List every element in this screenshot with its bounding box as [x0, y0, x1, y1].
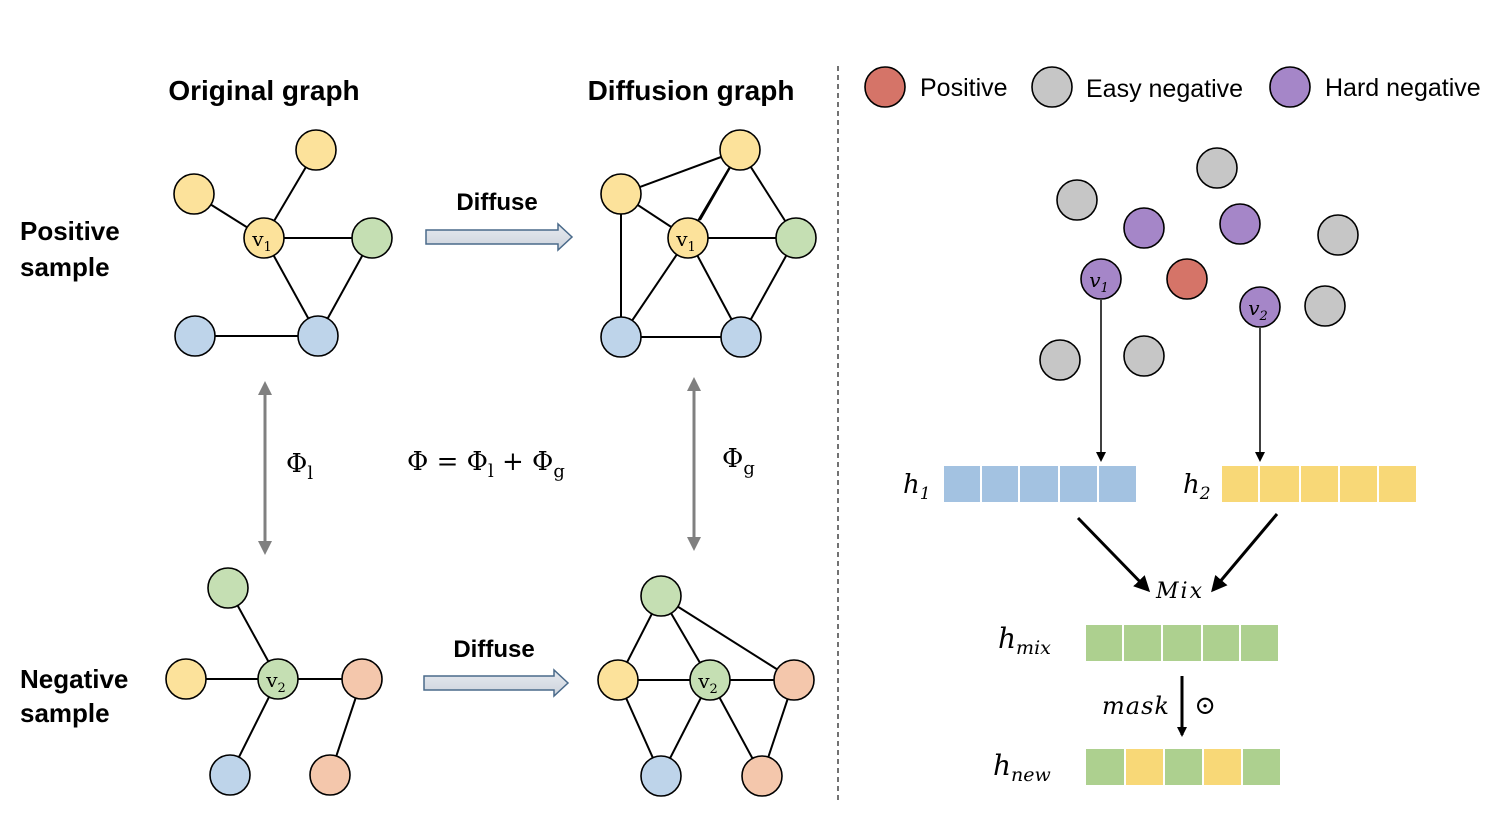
- easy-negative-node: [1123, 335, 1165, 377]
- positive-legend-label: Positive: [920, 74, 1008, 102]
- mix-label: Mix: [1155, 579, 1204, 604]
- legend: Positive Easy negative Hard negative: [864, 66, 1481, 108]
- positive-sample-label-line2: sample: [20, 252, 110, 282]
- h1-label: h1: [903, 470, 931, 504]
- negative-original-graph: v2: [165, 567, 383, 796]
- phi-l-label: Φl: [286, 449, 313, 484]
- mask-label: mask: [1102, 692, 1170, 720]
- h1-vector: [942, 464, 1138, 504]
- hnew-label: hnew: [993, 749, 1051, 786]
- v2-label: v2: [697, 669, 718, 697]
- v1-italic-label: v1: [1089, 268, 1109, 296]
- diffuse-arrow-bottom: [423, 668, 570, 698]
- graph-node: [173, 173, 215, 215]
- negative-sample-label-line1: Negative: [20, 664, 128, 694]
- easy-negative-node: [1056, 179, 1098, 221]
- graph-node: [597, 659, 639, 701]
- graph-node: [640, 575, 682, 617]
- h1-to-mix-arrow: [1076, 516, 1151, 593]
- easy-negative-node: [1304, 285, 1346, 327]
- positive-original-graph: v1: [173, 129, 393, 357]
- hard-negative-legend-swatch: [1269, 66, 1311, 108]
- negative-sample-label-line2: sample: [20, 698, 110, 728]
- phi-sum-formula: Φ = Φl + Φg: [407, 447, 565, 482]
- phi-g-label: Φg: [722, 444, 755, 479]
- h2-to-mix-arrow: [1211, 513, 1279, 593]
- hard-negative-v1-node: [1080, 258, 1122, 300]
- original-graph-title: Original graph: [168, 75, 359, 106]
- v1-label: v1: [675, 227, 696, 255]
- graph-node: [351, 217, 393, 259]
- easy-negative-node: [1039, 339, 1081, 381]
- hard-negative-node: [1219, 203, 1261, 245]
- graph-node: [600, 316, 642, 358]
- graph-node: [165, 658, 207, 700]
- h2-vector: [1220, 464, 1418, 504]
- hard-negative-node: [1123, 207, 1165, 249]
- graph-node: [773, 659, 815, 701]
- positive-node: [1166, 258, 1208, 300]
- graph-node: [174, 315, 216, 357]
- graph-node: [719, 129, 761, 171]
- graph-node: [309, 754, 351, 796]
- v2-label: v2: [265, 668, 286, 696]
- diffuse-label-top: Diffuse: [456, 189, 537, 216]
- graph-node: [741, 755, 783, 797]
- h2-label: h2: [1183, 470, 1211, 504]
- odot-symbol: ⊙: [1194, 691, 1216, 721]
- easy-negative-node: [1317, 214, 1359, 256]
- anchor-node-v2: [689, 659, 731, 701]
- negative-diffusion-graph: v2: [597, 575, 815, 797]
- graph-node: [207, 567, 249, 609]
- diffusion-graph-title: Diffusion graph: [588, 75, 795, 106]
- graph-node: [295, 129, 337, 171]
- hard-negative-v2-node: [1239, 286, 1281, 328]
- sample-nodes: v1 v2: [1039, 147, 1359, 381]
- positive-legend-swatch: [864, 66, 906, 108]
- positive-diffusion-graph: v1: [600, 129, 817, 358]
- anchor-node-v2: [257, 658, 299, 700]
- graph-node: [640, 755, 682, 797]
- anchor-node-v1: [667, 217, 709, 259]
- anchor-node-v1: [243, 217, 285, 259]
- graph-node: [720, 316, 762, 358]
- diffuse-label-bottom: Diffuse: [453, 636, 534, 663]
- hmix-label: hmix: [998, 622, 1051, 659]
- v2-italic-label: v2: [1248, 296, 1268, 324]
- easy-negative-node: [1196, 147, 1238, 189]
- hard-negative-legend-label: Hard negative: [1325, 74, 1481, 102]
- graph-node: [341, 658, 383, 700]
- v1-label: v1: [251, 227, 272, 255]
- graph-node: [775, 217, 817, 259]
- diffuse-arrow-top: [425, 222, 574, 252]
- hnew-vector: [1084, 747, 1282, 787]
- easy-negative-legend-swatch: [1031, 66, 1073, 108]
- easy-negative-legend-label: Easy negative: [1086, 75, 1243, 103]
- graph-node: [600, 173, 642, 215]
- graph-node: [209, 754, 251, 796]
- graph-node: [297, 315, 339, 357]
- hmix-vector: [1084, 623, 1280, 663]
- positive-sample-label-line1: Positive: [20, 216, 120, 246]
